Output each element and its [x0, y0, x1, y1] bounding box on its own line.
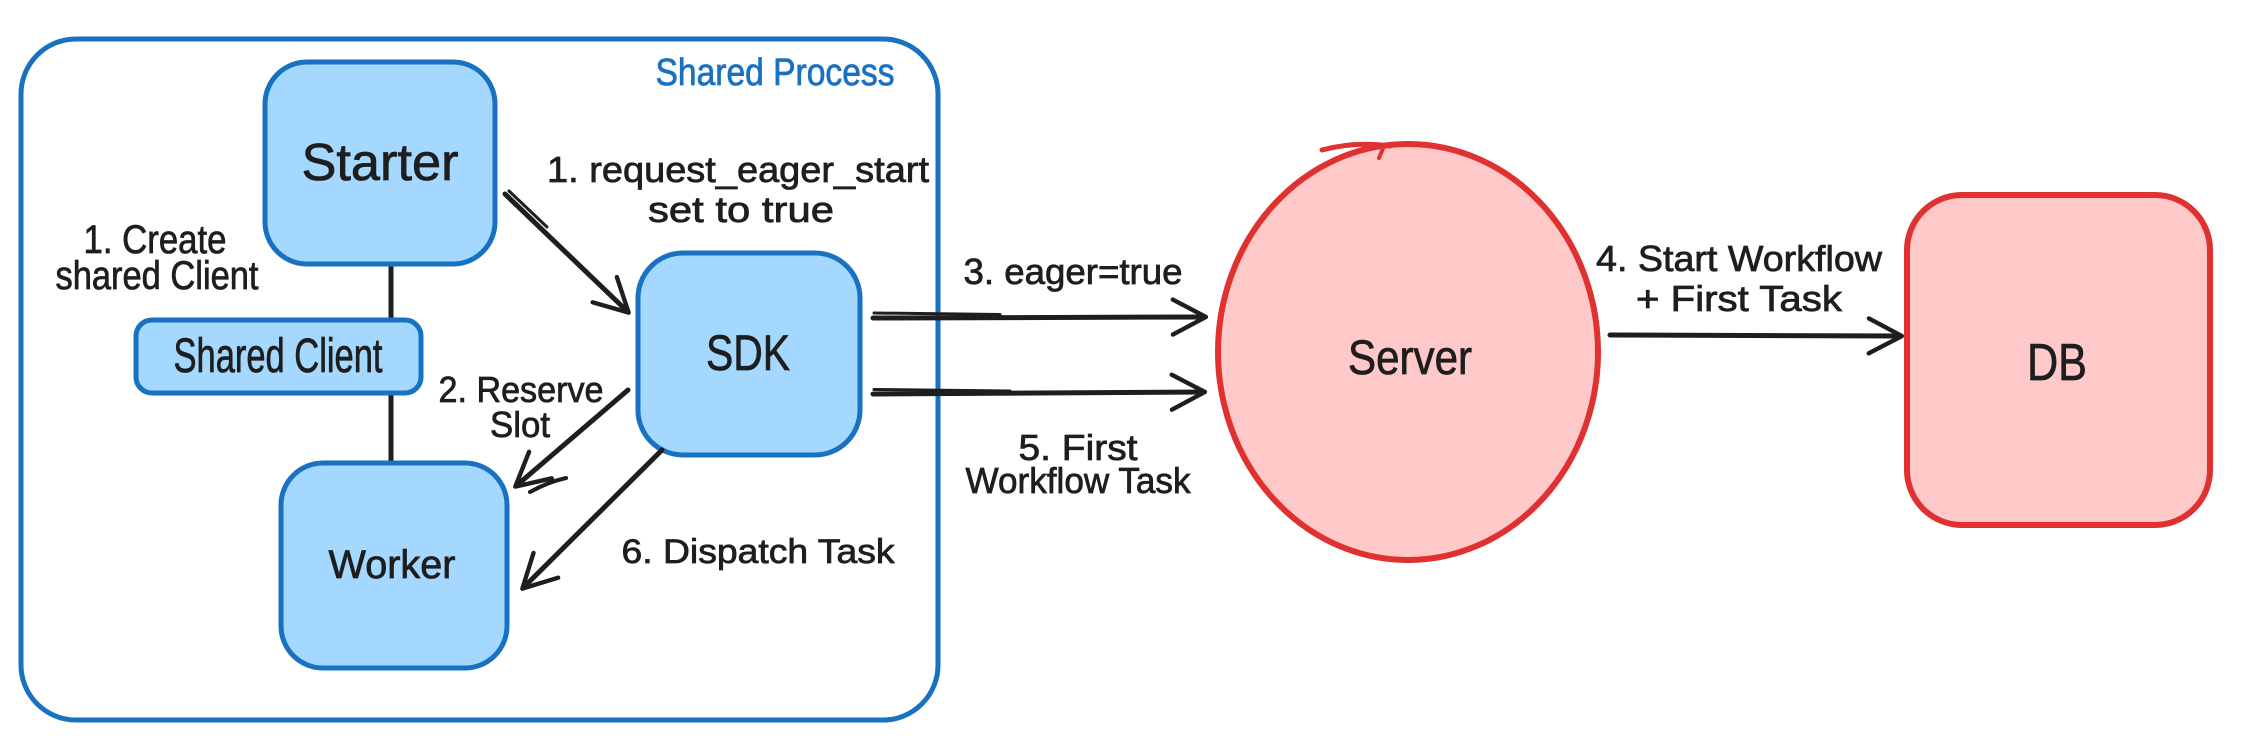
svg-text:set to true: set to true — [648, 189, 834, 230]
svg-text:5. First: 5. First — [1019, 427, 1138, 468]
svg-text:+ First Task: + First Task — [1636, 278, 1843, 319]
svg-text:1. request_eager_start: 1. request_eager_start — [547, 149, 929, 190]
svg-text:1. Create: 1. Create — [84, 218, 227, 262]
svg-text:shared Client: shared Client — [56, 254, 259, 298]
svg-text:6. Dispatch Task: 6. Dispatch Task — [622, 533, 896, 571]
svg-text:SDK: SDK — [706, 325, 790, 381]
svg-text:4. Start Workflow: 4. Start Workflow — [1596, 238, 1883, 279]
svg-text:Shared Client: Shared Client — [174, 330, 383, 383]
svg-text:Slot: Slot — [490, 404, 550, 445]
svg-text:Worker: Worker — [329, 543, 456, 587]
svg-text:DB: DB — [2027, 334, 2087, 392]
svg-text:3. eager=true: 3. eager=true — [964, 251, 1183, 292]
svg-text:Workflow Task: Workflow Task — [966, 460, 1192, 501]
svg-text:Server: Server — [1348, 332, 1472, 385]
svg-text:Starter: Starter — [302, 134, 459, 192]
svg-text:2. Reserve: 2. Reserve — [439, 369, 604, 410]
svg-text:Shared Process: Shared Process — [656, 52, 895, 94]
